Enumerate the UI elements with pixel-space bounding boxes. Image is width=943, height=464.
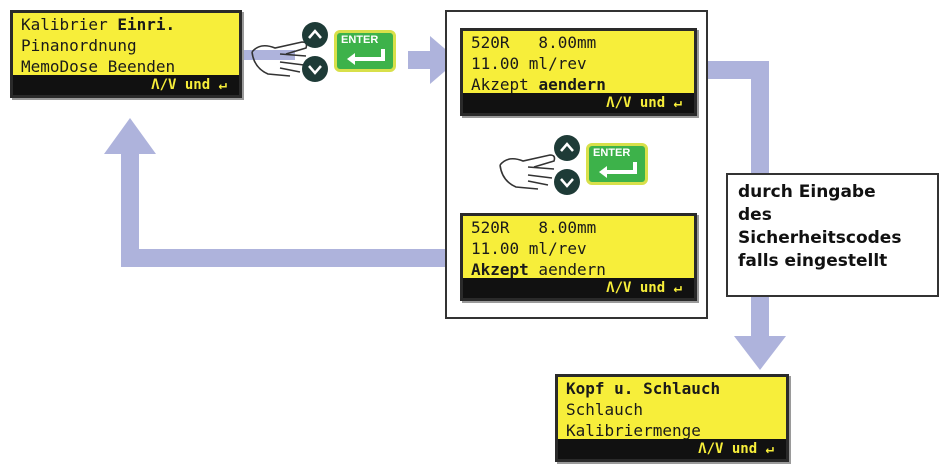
lcd-aendern-line1: 520R 8.00mm xyxy=(471,33,597,52)
lcd-start-line1-bold: Einri. xyxy=(117,15,176,34)
note-line-4: falls eingestellt xyxy=(738,251,888,271)
note-line-3: Sicherheitscodes xyxy=(738,228,902,248)
enter-key-label: ENTER xyxy=(341,34,379,46)
enter-key-icon xyxy=(599,162,637,178)
lcd-aendern-screen: 520R 8.00mm 11.00 ml/rev Akzept aendern … xyxy=(460,28,697,116)
keypad-group-middle: ENTER xyxy=(498,133,658,203)
aendern-to-kopf-arrowhead xyxy=(734,336,786,370)
lcd-kopf-line2: Schlauch xyxy=(566,400,644,419)
enter-key-button[interactable]: ENTER xyxy=(586,143,648,185)
lcd-aendern-line2: 11.00 ml/rev xyxy=(471,54,587,73)
return-loop-arrow xyxy=(121,150,462,267)
lcd-aendern-line3-bold: aendern xyxy=(538,75,606,94)
lcd-akzept-line3-text: aendern xyxy=(528,260,606,279)
down-chevron-icon xyxy=(308,65,322,75)
lcd-aendern-bar: Λ/V und ↵ xyxy=(463,93,694,113)
security-code-note: durch Eingabe des Sicherheitscodes falls… xyxy=(726,173,939,297)
down-chevron-icon xyxy=(560,178,574,188)
lcd-akzept-line3: Akzept aendern xyxy=(471,260,606,279)
up-chevron-icon xyxy=(308,29,322,39)
pointing-hand-icon xyxy=(499,154,556,190)
lcd-start-bar: Λ/V und ↵ xyxy=(13,75,239,95)
start-to-keys-arrow xyxy=(240,50,295,60)
note-line-2: des xyxy=(738,205,772,225)
lcd-aendern-line3-text: Akzept xyxy=(471,75,539,94)
lcd-start-line1: Kalibrier Einri. xyxy=(21,15,175,34)
return-loop-arrowhead xyxy=(104,118,156,154)
lcd-akzept-bar: Λ/V und ↵ xyxy=(463,278,694,298)
lcd-start-line2: Pinanordnung xyxy=(21,36,137,55)
lcd-akzept-line1: 520R 8.00mm xyxy=(471,218,597,237)
lcd-akzept-line2: 11.00 ml/rev xyxy=(471,239,587,258)
enter-key-label: ENTER xyxy=(593,147,631,159)
lcd-akzept-line3-bold: Akzept xyxy=(471,260,529,279)
lcd-start-screen: Kalibrier Einri. Pinanordnung MemoDose B… xyxy=(10,10,242,98)
enter-key-icon xyxy=(347,49,385,65)
down-key-button[interactable] xyxy=(554,169,580,195)
lcd-akzept-screen: 520R 8.00mm 11.00 ml/rev Akzept aendern … xyxy=(460,213,697,301)
lcd-kopf-screen: Kopf u. Schlauch Schlauch Kalibriermenge… xyxy=(555,374,789,462)
keypad-group-top: ENTER xyxy=(250,20,410,90)
keys-to-frame-arrowhead xyxy=(430,36,458,84)
enter-key-button[interactable]: ENTER xyxy=(334,30,396,72)
up-chevron-icon xyxy=(560,142,574,152)
lcd-kopf-line1: Kopf u. Schlauch xyxy=(566,379,721,398)
note-line-1: durch Eingabe xyxy=(738,182,876,202)
lcd-kopf-line3: Kalibriermenge xyxy=(566,421,701,440)
lcd-start-line3: MemoDose Beenden xyxy=(21,57,176,76)
down-key-button[interactable] xyxy=(302,56,328,82)
lcd-aendern-line3: Akzept aendern xyxy=(471,75,606,94)
pointing-hand-icon xyxy=(251,41,308,77)
lcd-kopf-bar: Λ/V und ↵ xyxy=(558,439,786,459)
lcd-start-line1-text: Kalibrier xyxy=(21,15,118,34)
up-key-button[interactable] xyxy=(302,22,328,48)
up-key-button[interactable] xyxy=(554,135,580,161)
